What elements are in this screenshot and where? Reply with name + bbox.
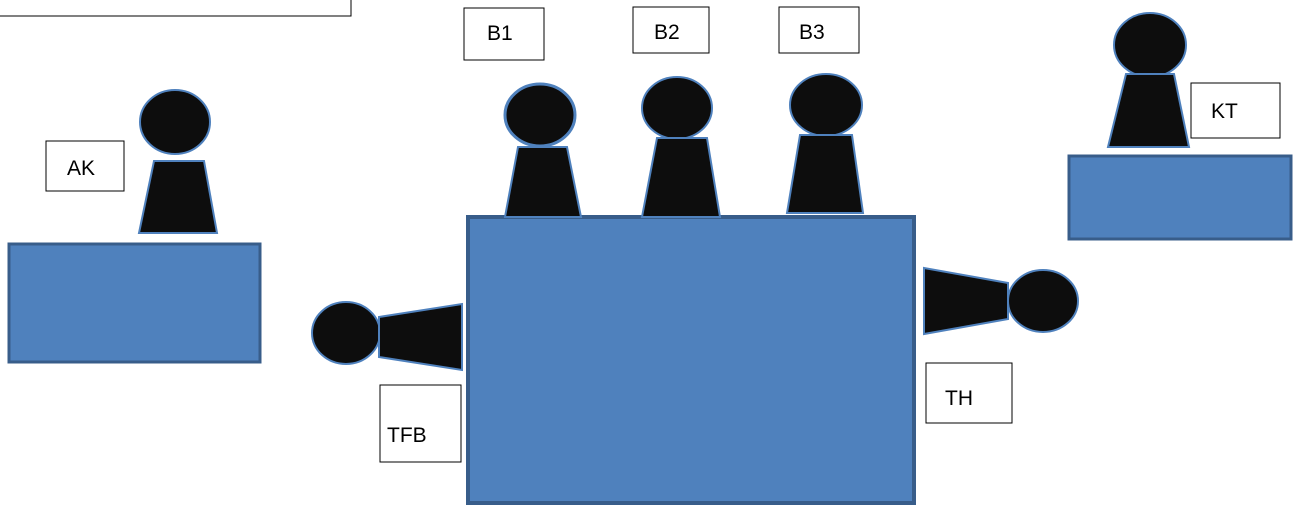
person-b1-body [503,146,583,218]
person-th-head [1007,269,1079,333]
person-kt-body [1106,73,1191,148]
label-kt: KT [1190,82,1281,139]
label-b2-text: B2 [654,21,680,44]
label-b2: B2 [632,6,710,54]
label-th: TH [925,362,1013,424]
person-tfb-head [311,301,381,365]
person-th [923,266,1079,336]
person-b1 [503,82,583,218]
person-b2-head [641,76,713,140]
person-kt [1106,12,1191,148]
person-b3 [785,73,865,214]
person-ak-head [139,89,211,155]
person-tfb [311,301,463,372]
main-table [466,215,916,505]
person-ak-body [137,160,219,234]
person-b3-head [789,73,863,137]
person-tfb-body [378,302,463,372]
person-b1-head [503,82,577,148]
person-ak [137,89,219,234]
person-kt-head [1113,12,1187,78]
label-b3: B3 [778,6,860,54]
top-left-box [0,0,352,17]
label-ak-text: AK [67,157,95,180]
desk-kt [1067,154,1293,241]
label-tfb-text: TFB [387,424,427,447]
person-th-body [923,266,1009,336]
label-b1-text: B1 [487,22,513,45]
label-b1: B1 [463,7,545,61]
label-tfb: TFB [379,384,462,463]
desk-ak [7,242,262,364]
person-b2-body [640,137,722,218]
label-th-text: TH [945,387,973,410]
label-b3-text: B3 [799,21,825,44]
label-kt-text: KT [1211,100,1238,123]
person-b3-body [785,134,865,214]
label-ak: AK [45,140,125,192]
person-b2 [640,76,722,218]
